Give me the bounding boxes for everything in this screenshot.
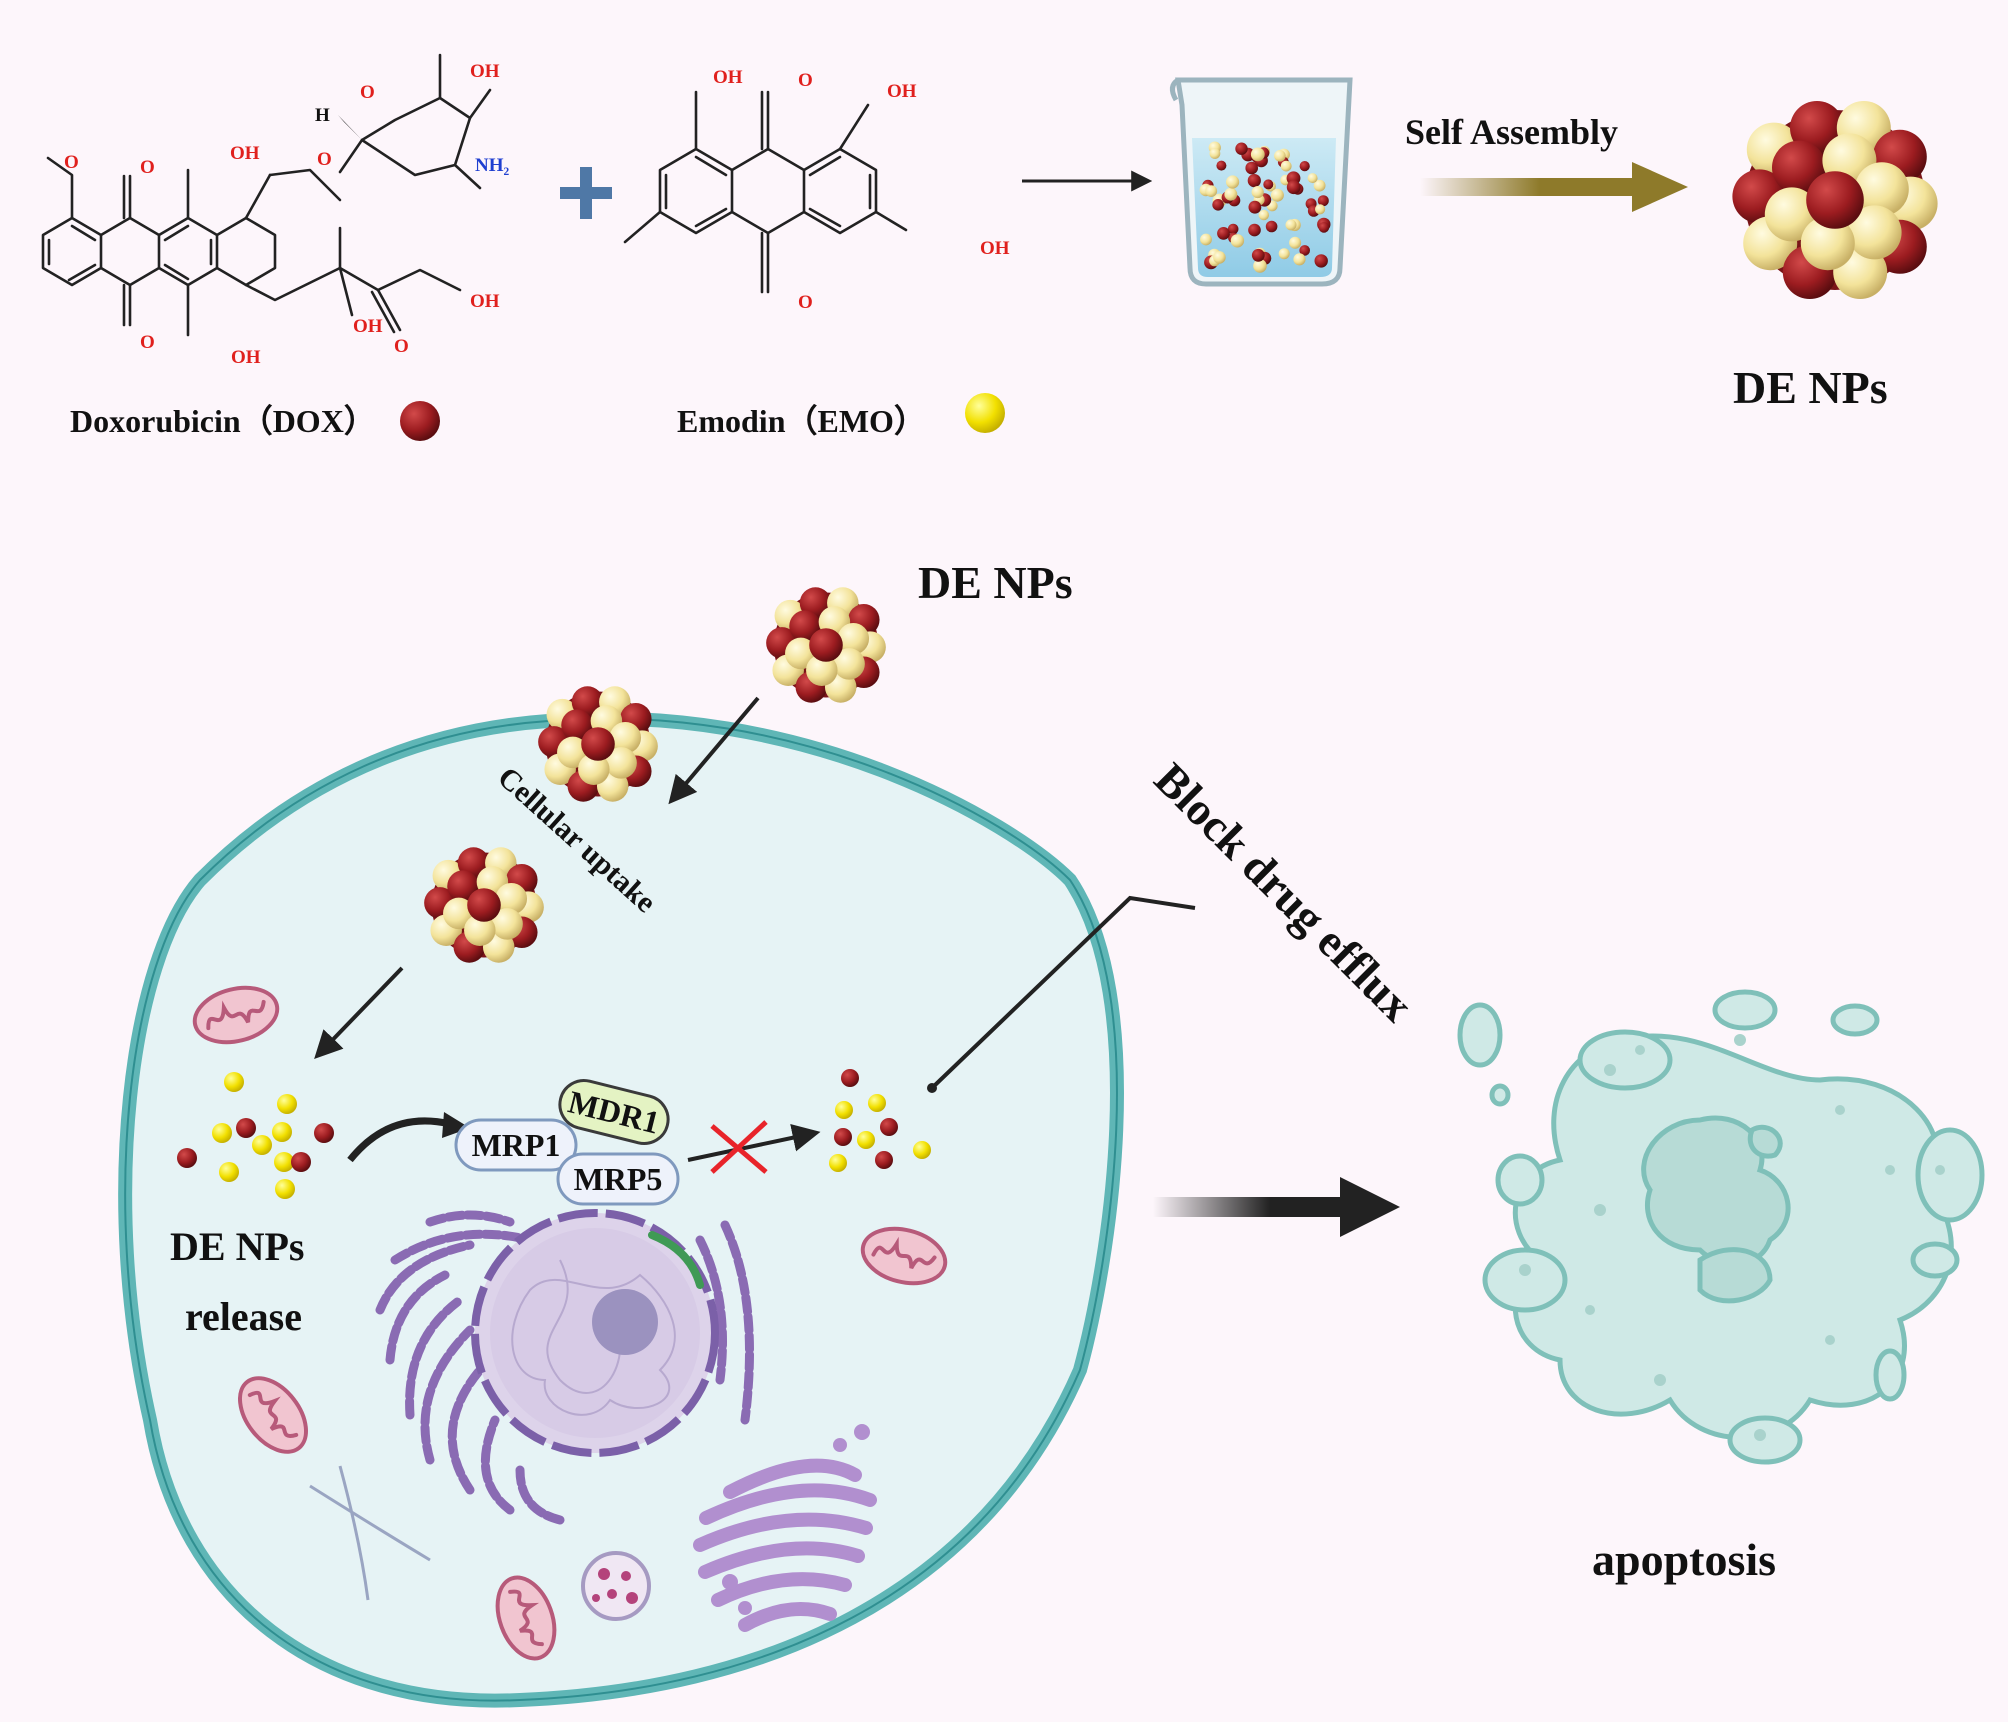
beaker-particle [1265,220,1278,233]
beaker-particle [1299,245,1310,256]
beaker-particle [1216,160,1227,171]
beaker-particle [1317,195,1329,207]
beaker-particle [1200,233,1212,246]
curved-arrow [347,1117,451,1163]
beaker-particle [1299,161,1310,172]
self-assembly-label: Self Assembly [1405,112,1618,152]
cytoskeleton [309,1465,431,1601]
beaker-particle [1213,251,1226,264]
uptake-arrow [668,696,760,805]
nucleus-icon [471,1209,719,1457]
beaker-particle [1314,254,1328,268]
plus-icon [560,167,612,219]
beaker-particle [1318,222,1330,233]
beaker-particle [1251,248,1265,262]
release-label-line2: release [185,1294,302,1339]
dox-oh-sugar-label: OH [470,61,500,82]
apoptotic-cell-icon [1457,989,1985,1465]
beaker-particle [1270,188,1284,202]
beaker-particle [1280,160,1292,172]
dox-ketone-o-label: O [394,336,409,357]
beaker-particle [1212,199,1224,211]
doxorubicin-structure: O O O OH OH O OH O OH O H OH NH₂ [41,53,510,368]
beaker-particle [1313,179,1326,192]
beaker-particle [1289,236,1302,249]
beaker-particle [1230,234,1245,248]
beaker-particle [1224,187,1238,201]
emo-oh-left-label: OH [713,67,743,88]
efflux-arrow [687,1123,821,1162]
emodin-structure: OH O OH O OH [623,67,1010,313]
beaker-icon [1170,77,1353,287]
beaker-particle [1209,148,1221,159]
beaker-particle [1286,180,1301,195]
beaker-particle [1248,200,1262,214]
beaker-particle [1315,204,1326,215]
mrp1-label: MRP1 [472,1127,561,1163]
self-assembly-arrow [1420,162,1688,212]
emo-label: Emodin（EMO） [677,403,926,439]
emo-oh-right-label: OH [887,81,917,102]
callout-line [931,895,1196,1089]
mrp5-label: MRP5 [574,1161,663,1197]
dox-label: Doxorubicin（DOX） [70,403,376,439]
beaker-particle [1274,150,1286,162]
emo-oxo-top-label: O [798,70,813,91]
mrp5-transporter: MRP5 [556,1152,680,1206]
beaker-particle [1293,253,1306,266]
dox-glycoside-o-label: O [317,149,332,170]
dox-oxo-bottom-label: O [140,332,155,353]
beaker-particle [1226,175,1240,189]
dox-oxo-top-label: O [140,157,155,178]
emo-oxo-bottom-label: O [798,292,813,313]
nanoparticle-outside [766,587,886,703]
dox-ring-o-label: O [360,82,375,103]
dox-oh-chain-label: OH [470,291,500,312]
beaker-particle [1227,223,1239,235]
apoptosis-arrow [1153,1177,1400,1237]
beaker-particle [1247,174,1261,188]
dox-methoxy-o-label: O [64,152,79,173]
beaker-particle [1263,179,1274,190]
emo-oh-bottom-label: OH [980,238,1010,259]
de-nps-top-label: DE NPs [1733,362,1888,413]
beaker-particle [1250,147,1265,162]
retained-molecules [829,1069,931,1172]
golgi-icon [693,1458,877,1632]
dox-nh2-label: NH₂ [475,155,510,176]
release-arrow [314,966,404,1060]
dox-oh-top-label: OH [230,143,260,164]
beaker-particle [1285,219,1297,231]
beaker-particle [1217,227,1230,240]
beaker-particle [1258,209,1270,221]
endoplasmic-reticulum [375,1210,754,1525]
nanoparticle-icon [1732,101,1938,299]
released-molecules [177,1072,334,1199]
dox-oh-bottom-label: OH [231,347,261,368]
lysosome-icon [581,1551,651,1621]
dox-oh-ring-label: OH [353,316,383,337]
beaker-particle [1248,223,1261,237]
block-drug-efflux-label: Block drug efflux [1145,753,1423,1031]
release-label-line1: DE NPs [170,1224,304,1269]
emo-legend-dot [965,393,1005,433]
golgi-vesicles [722,1424,870,1615]
inhibition-cross-icon [710,1120,768,1174]
beaker-particle [1235,142,1248,155]
de-nps-mid-label: DE NPs [918,557,1073,608]
apoptotic-debris [1519,1034,1945,1441]
beaker-particle [1251,186,1264,199]
apoptosis-label: apoptosis [1592,1534,1776,1585]
beaker-particle [1245,161,1258,175]
beaker-particle [1253,259,1267,273]
beaker-particle [1205,185,1218,198]
beaker-particle [1307,173,1318,184]
mrp1-transporter: MRP1 [454,1118,578,1172]
dox-h-label: H [315,105,330,126]
dox-legend-dot [400,401,440,441]
beaker-particle [1278,248,1290,260]
